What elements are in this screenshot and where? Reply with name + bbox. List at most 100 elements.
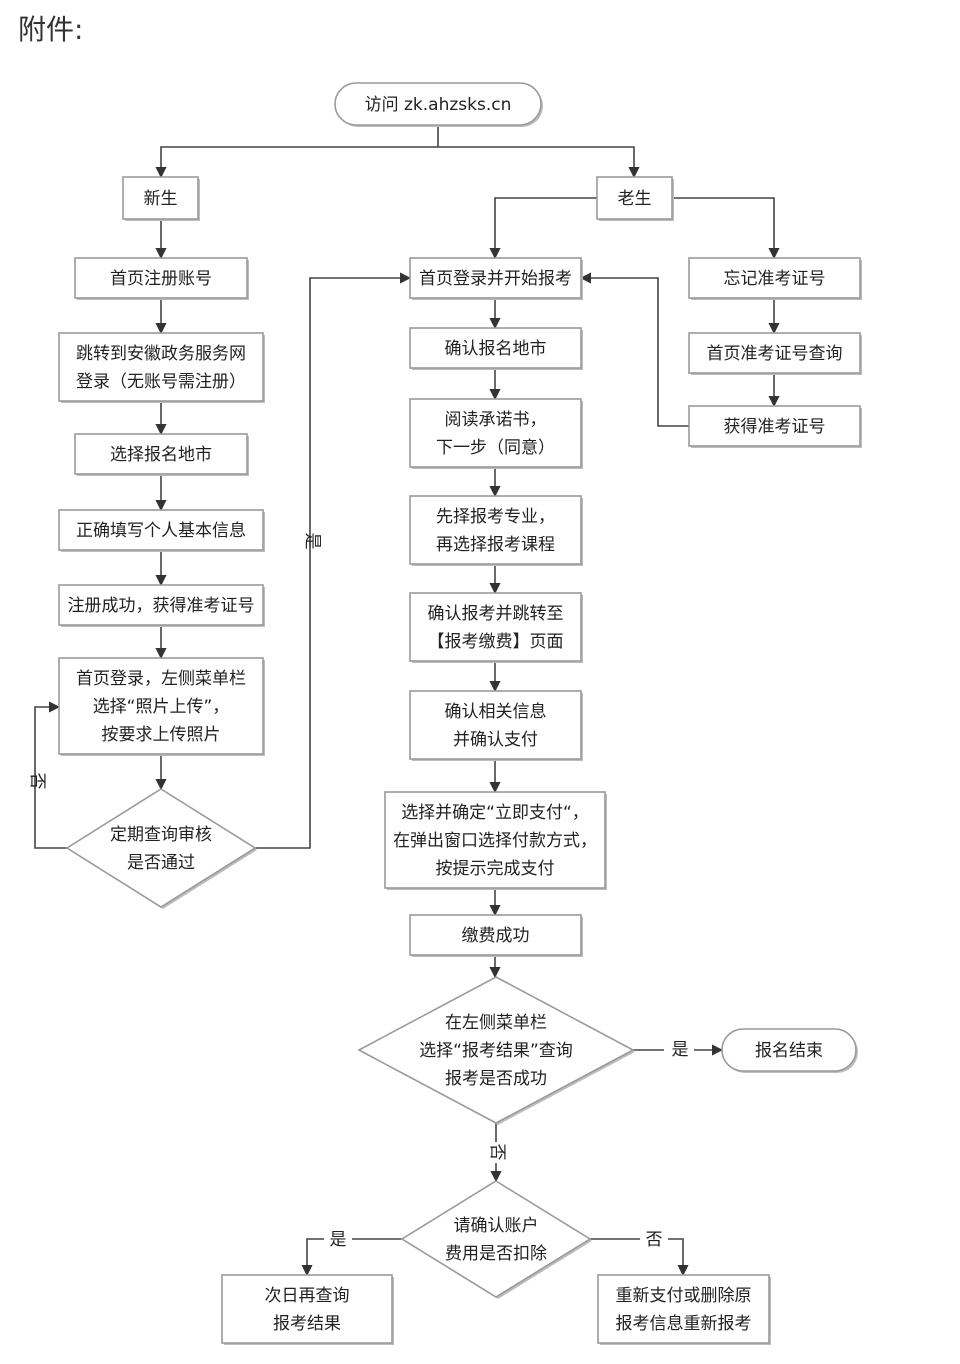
flow-nodes: 访问 zk.ahzsks.cn 新生 老生首页注册账号跳转到安徽政务服务网登录（无账… [58, 82, 862, 1345]
node-get-id-box [688, 405, 861, 447]
node-query-id: 首页准考证号查询 [688, 332, 862, 375]
node-next-day-box [221, 1274, 393, 1344]
node-pay-success-line-1: 缴费成功 [462, 926, 530, 946]
edge-get-login [579, 272, 689, 427]
node-reg-end-box [721, 1028, 857, 1072]
edge-split-old [438, 146, 640, 179]
node-login-start-line-1: 首页登录并开始报考 [419, 269, 572, 289]
flow-edges [34, 125, 780, 1277]
node-forgot-id-line-1: 忘记准考证号 [724, 269, 826, 289]
node-forgot-id-box [688, 257, 861, 299]
node-confirm-deduct-shape [400, 1180, 592, 1298]
node-redirect-login-box [58, 332, 264, 402]
node-confirm-redirect-box [409, 592, 582, 662]
node-register-account-line-1: 首页注册账号 [110, 269, 212, 289]
node-read-pledge-line-2: 下一步（同意） [436, 438, 555, 458]
node-select-pay-line-2: 在弹出窗口选择付款方式， [393, 831, 597, 851]
node-choose-major: 先择报考专业， 再选择报考课程 [409, 495, 583, 566]
node-old-student: 老生 [596, 176, 674, 221]
flow-edge-labels: 是否是否是否 [27, 533, 689, 1251]
node-query-id-box [688, 332, 861, 374]
node-register-account: 首页注册账号 [74, 257, 249, 300]
node-select-city-left-line-1: 选择报名地市 [110, 445, 212, 465]
node-confirm-city-line-1: 确认报名地市 [445, 339, 547, 359]
node-reg-success-line-1: 注册成功，获得准考证号 [68, 596, 255, 616]
node-select-city-left: 选择报名地市 [74, 433, 249, 476]
node-get-id-line-1: 获得准考证号 [724, 417, 826, 437]
node-select-pay-line-3: 按提示完成支付 [436, 859, 555, 879]
node-old-student-line-1: 老生 [618, 189, 652, 209]
node-choose-major-box [409, 495, 582, 565]
node-login-start-box [409, 257, 582, 299]
node-upload-photo-line-3: 按要求上传照片 [102, 725, 221, 745]
node-select-city-left-box [74, 433, 248, 475]
node-reg-success-box [58, 584, 264, 626]
node-review-check-line-2: 是否通过 [127, 853, 195, 873]
node-check-result-line-1: 在左侧菜单栏 [445, 1013, 547, 1033]
node-choose-major-line-1: 先择报考专业， [436, 507, 555, 527]
edge-old-right [672, 197, 780, 260]
node-next-day-line-1: 次日再查询 [265, 1286, 350, 1306]
label-check-no: 否 [487, 1144, 507, 1161]
node-upload-photo-box [58, 657, 264, 755]
node-read-pledge: 阅读承诺书， 下一步（同意） [409, 398, 583, 469]
node-visit: 访问 zk.ahzsks.cn [334, 82, 543, 127]
node-fill-info-line-1: 正确填写个人基本信息 [76, 521, 246, 541]
node-confirm-pay-box [409, 690, 582, 760]
node-visit-box [334, 82, 542, 126]
node-confirm-redirect-line-2: 【报考缴费】页面 [428, 632, 564, 652]
node-get-id: 获得准考证号 [688, 405, 862, 448]
node-check-result-shape [357, 976, 635, 1124]
page-heading: 附件: [18, 13, 84, 46]
node-login-start: 首页登录并开始报考 [409, 257, 583, 300]
node-new-student-line-1: 新生 [144, 189, 178, 209]
node-pay-success: 缴费成功 [409, 914, 583, 957]
node-check-result-line-2: 选择“报考结果”查询 [419, 1041, 573, 1061]
node-fill-info-box [58, 509, 264, 551]
node-query-id-line-1: 首页准考证号查询 [707, 344, 843, 364]
node-confirm-deduct-line-2: 费用是否扣除 [445, 1244, 547, 1264]
edge-deduct-yes-b [301, 1238, 324, 1277]
label-check-yes: 是 [672, 1040, 689, 1060]
node-review-check-shape [65, 788, 257, 908]
node-confirm-redirect: 确认报考并跳转至【报考缴费】页面 [409, 592, 583, 663]
node-confirm-redirect-line-1: 确认报考并跳转至 [428, 604, 564, 624]
node-visit-line-1: 访问 zk.ahzsks.cn [365, 95, 512, 115]
node-confirm-city-box [409, 327, 582, 369]
node-choose-major-line-2: 再选择报考课程 [436, 535, 555, 555]
node-select-pay-line-1: 选择并确定“立即支付“， [401, 803, 589, 823]
edge-split-new [155, 146, 438, 179]
node-confirm-pay-line-1: 确认相关信息 [445, 702, 547, 722]
node-reg-end-line-1: 报名结束 [755, 1041, 823, 1061]
node-old-student-box [596, 176, 673, 220]
node-pay-success-box [409, 914, 582, 956]
edge-deduct-no-b [668, 1238, 689, 1277]
node-read-pledge-line-1: 阅读承诺书， [445, 410, 547, 430]
node-upload-photo-line-1: 首页登录，左侧菜单栏 [76, 669, 246, 689]
node-fill-info: 正确填写个人基本信息 [58, 509, 265, 552]
edge-review-no [34, 701, 67, 849]
node-upload-photo-line-2: 选择“照片上传”， [93, 697, 230, 717]
node-register-account-box [74, 257, 248, 299]
node-forgot-id: 忘记准考证号 [688, 257, 862, 300]
node-new-student: 新生 [122, 176, 200, 221]
node-reg-success: 注册成功，获得准考证号 [58, 584, 265, 627]
label-deduct-no: 否 [646, 1230, 663, 1250]
node-review-check-line-1: 定期查询审核 [110, 825, 212, 845]
node-redirect-login-line-1: 跳转到安徽政务服务网 [76, 344, 246, 364]
node-confirm-pay-line-2: 并确认支付 [453, 730, 538, 750]
node-repay-line-1: 重新支付或删除原 [616, 1286, 752, 1306]
node-check-result-line-3: 报考是否成功 [445, 1069, 547, 1089]
node-redirect-login-line-2: 登录（无账号需注册） [76, 372, 246, 392]
node-select-pay-box [384, 791, 606, 889]
node-confirm-deduct-line-1: 请确认账户 [454, 1216, 539, 1236]
